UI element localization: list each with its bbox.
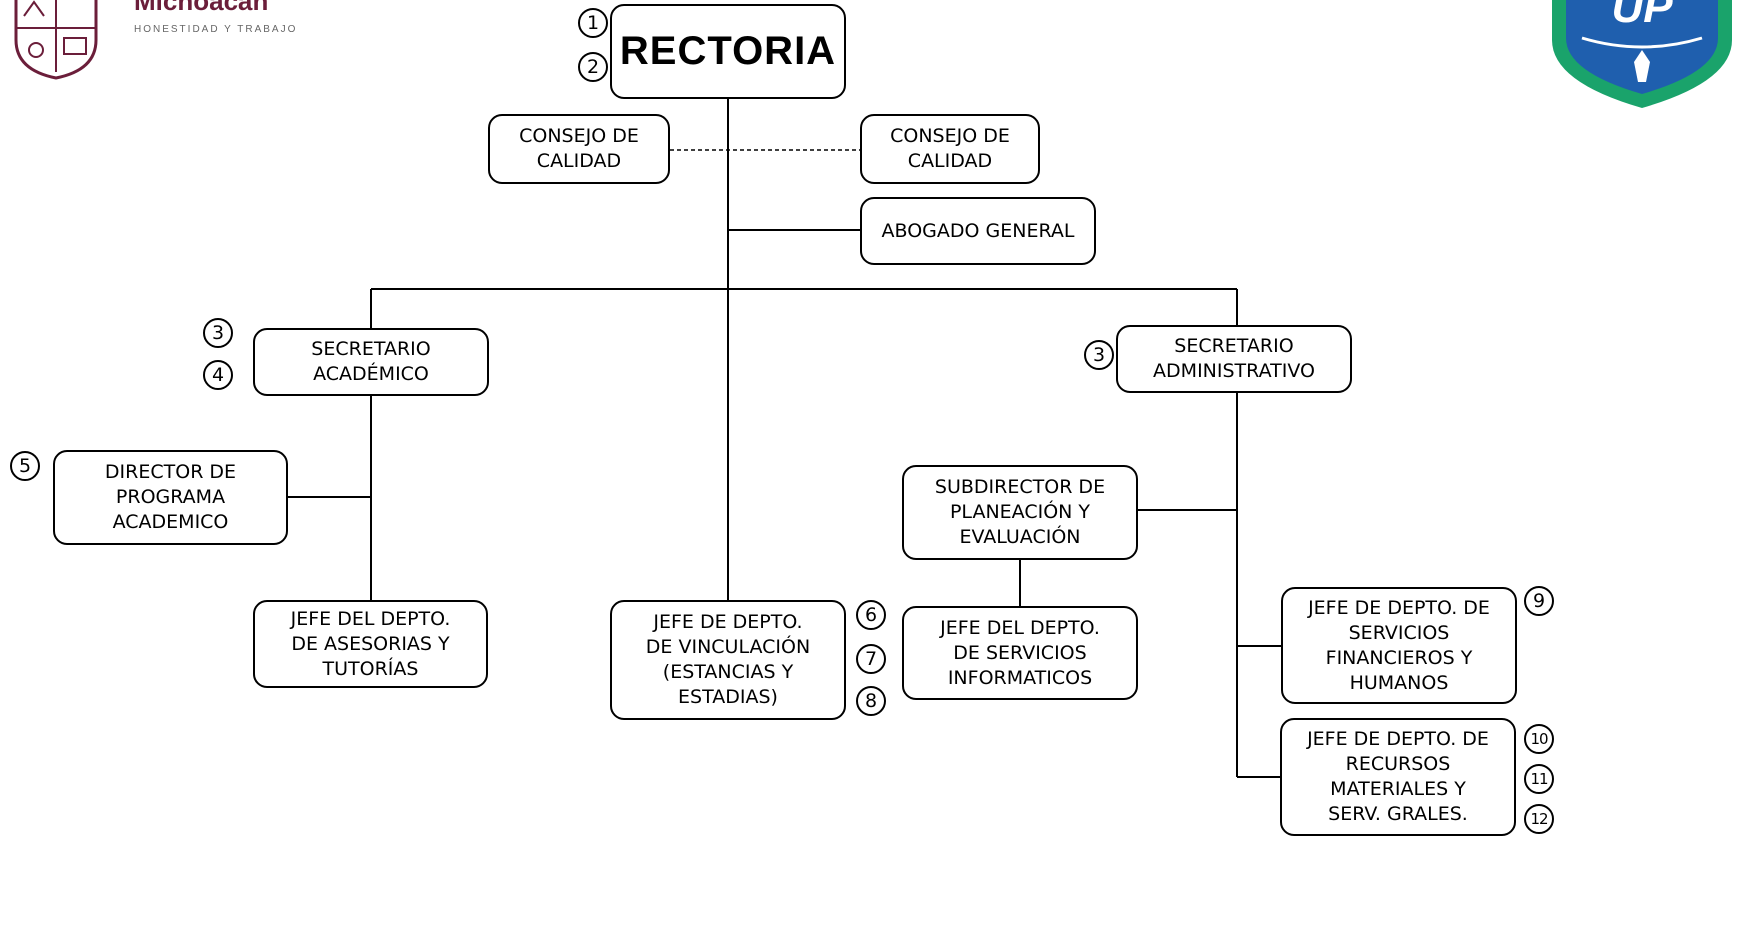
marker-3-academico: 3 xyxy=(203,318,233,348)
secretario-administrativo-box: SECRETARIO ADMINISTRATIVO xyxy=(1116,325,1352,393)
marker-4: 4 xyxy=(203,360,233,390)
marker-6: 6 xyxy=(856,600,886,630)
director-programa-box: DIRECTOR DE PROGRAMA ACADEMICO xyxy=(53,450,288,545)
rectoria-box: RECTORIA xyxy=(610,4,846,99)
michoacan-logo xyxy=(14,0,98,80)
jefe-financieros-box: JEFE DE DEPTO. DE SERVICIOS FINANCIEROS … xyxy=(1281,587,1517,704)
marker-8: 8 xyxy=(856,686,886,716)
brand-motto: HONESTIDAD Y TRABAJO xyxy=(134,24,298,35)
marker-9: 9 xyxy=(1524,586,1554,616)
marker-2: 2 xyxy=(578,52,608,82)
logo-up-text: UP xyxy=(1611,0,1673,32)
marker-5: 5 xyxy=(10,451,40,481)
marker-12: 12 xyxy=(1524,804,1554,834)
marker-7: 7 xyxy=(856,644,886,674)
marker-1: 1 xyxy=(578,8,608,38)
marker-10: 10 xyxy=(1524,724,1554,754)
marker-11: 11 xyxy=(1524,764,1554,794)
brand-name: Michoacán xyxy=(134,0,269,16)
consejo-calidad-right-box: CONSEJO DE CALIDAD xyxy=(860,114,1040,184)
jefe-asesorias-box: JEFE DEL DEPTO. DE ASESORIAS Y TUTORÍAS xyxy=(253,600,488,688)
consejo-calidad-left-box: CONSEJO DE CALIDAD xyxy=(488,114,670,184)
subdirector-planeacion-box: SUBDIRECTOR DE PLANEACIÓN Y EVALUACIÓN xyxy=(902,465,1138,560)
jefe-vinculacion-box: JEFE DE DEPTO. DE VINCULACIÓN (ESTANCIAS… xyxy=(610,600,846,720)
jefe-recursos-box: JEFE DE DEPTO. DE RECURSOS MATERIALES Y … xyxy=(1280,718,1516,836)
secretario-academico-box: SECRETARIO ACADÉMICO xyxy=(253,328,489,396)
jefe-informaticos-box: JEFE DEL DEPTO. DE SERVICIOS INFORMATICO… xyxy=(902,606,1138,700)
university-shield-logo: UP xyxy=(1552,0,1732,108)
abogado-general-box: ABOGADO GENERAL xyxy=(860,197,1096,265)
marker-3-administrativo: 3 xyxy=(1084,340,1114,370)
